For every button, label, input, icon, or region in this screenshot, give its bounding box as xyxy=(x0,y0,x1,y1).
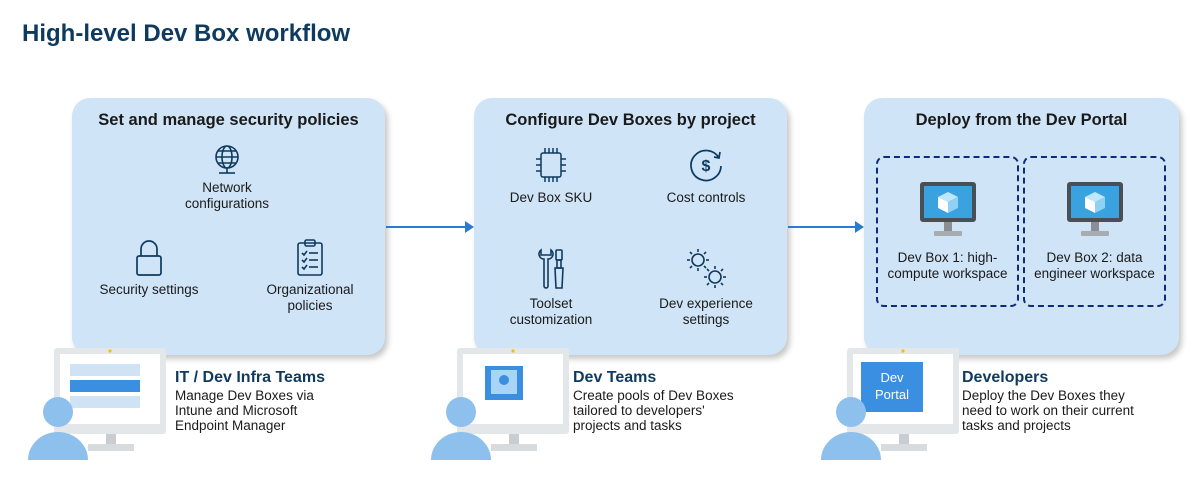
svg-text:$: $ xyxy=(702,158,711,175)
developer-persona-illustration: Dev Portal xyxy=(821,348,959,460)
team-name: IT / Dev Infra Teams xyxy=(175,369,325,386)
clipboard-checklist-icon xyxy=(297,239,323,276)
panel-configure-dev-boxes: Configure Dev Boxes by project Dev Box S… xyxy=(474,98,787,355)
team-description: Deploy the Dev Boxes they need to work o… xyxy=(962,388,1134,433)
item-organizational-policies: Organizational policies xyxy=(250,238,370,314)
lock-icon xyxy=(136,240,162,276)
chip-icon xyxy=(536,148,566,182)
panel-security-policies: Set and manage security policies Network… xyxy=(72,98,385,355)
it-team-persona-illustration xyxy=(28,348,166,460)
dev-portal-screen xyxy=(861,362,923,412)
tools-icon xyxy=(538,248,564,289)
item-label: Organizational policies xyxy=(266,282,354,313)
team-dev-teams: Dev Teams Create pools of Dev Boxes tail… xyxy=(573,369,734,433)
dollar-cycle-icon: $ xyxy=(690,149,722,182)
item-security-settings: Security settings xyxy=(94,238,204,298)
portal-line-1: Dev xyxy=(880,370,904,385)
dev-team-persona-illustration xyxy=(431,348,569,460)
monitor-cube-icon xyxy=(920,182,976,236)
item-label: Dev Box SKU xyxy=(509,190,593,205)
team-it-dev-infra: IT / Dev Infra Teams Manage Dev Boxes vi… xyxy=(175,369,325,433)
item-label: Network configurations xyxy=(184,180,270,211)
item-dev-experience-settings: Dev experience settings xyxy=(640,246,772,328)
dev-box-1[interactable]: Dev Box 1: high-compute workspace xyxy=(876,156,1019,307)
item-network-configurations: Network configurations xyxy=(162,142,292,212)
monitor-cube-icon xyxy=(1067,182,1123,236)
gears-icon xyxy=(687,249,726,288)
item-label: Security settings xyxy=(99,282,199,297)
globe-network-icon xyxy=(215,145,239,174)
panel-deploy-dev-portal: Deploy from the Dev Portal xyxy=(864,98,1179,355)
dev-box-2[interactable]: Dev Box 2: data engineer workspace xyxy=(1023,156,1166,307)
panel-title: Configure Dev Boxes by project xyxy=(505,111,756,129)
dev-box-label: Dev Box 1: high-compute workspace xyxy=(887,250,1008,281)
item-toolset-customization: Toolset customization xyxy=(496,246,606,328)
arrow-to-configure xyxy=(386,221,474,233)
arrow-to-deploy xyxy=(788,221,864,233)
item-dev-box-sku: Dev Box SKU xyxy=(496,144,606,206)
item-cost-controls: $ Cost controls xyxy=(646,144,766,206)
item-label: Cost controls xyxy=(666,190,746,205)
item-label: Toolset customization xyxy=(509,296,593,327)
page-title: High-level Dev Box workflow xyxy=(22,20,351,47)
team-developers: Developers Deploy the Dev Boxes they nee… xyxy=(962,369,1134,433)
panel-title: Set and manage security policies xyxy=(98,111,359,129)
item-label: Dev experience settings xyxy=(659,296,753,327)
dev-box-label: Dev Box 2: data engineer workspace xyxy=(1034,250,1155,281)
portal-line-2: Portal xyxy=(875,387,909,402)
team-name: Dev Teams xyxy=(573,369,657,386)
team-description: Manage Dev Boxes via Intune and Microsof… xyxy=(175,388,314,433)
team-name: Developers xyxy=(962,369,1049,386)
team-description: Create pools of Dev Boxes tailored to de… xyxy=(573,388,734,433)
panel-title: Deploy from the Dev Portal xyxy=(915,111,1128,129)
